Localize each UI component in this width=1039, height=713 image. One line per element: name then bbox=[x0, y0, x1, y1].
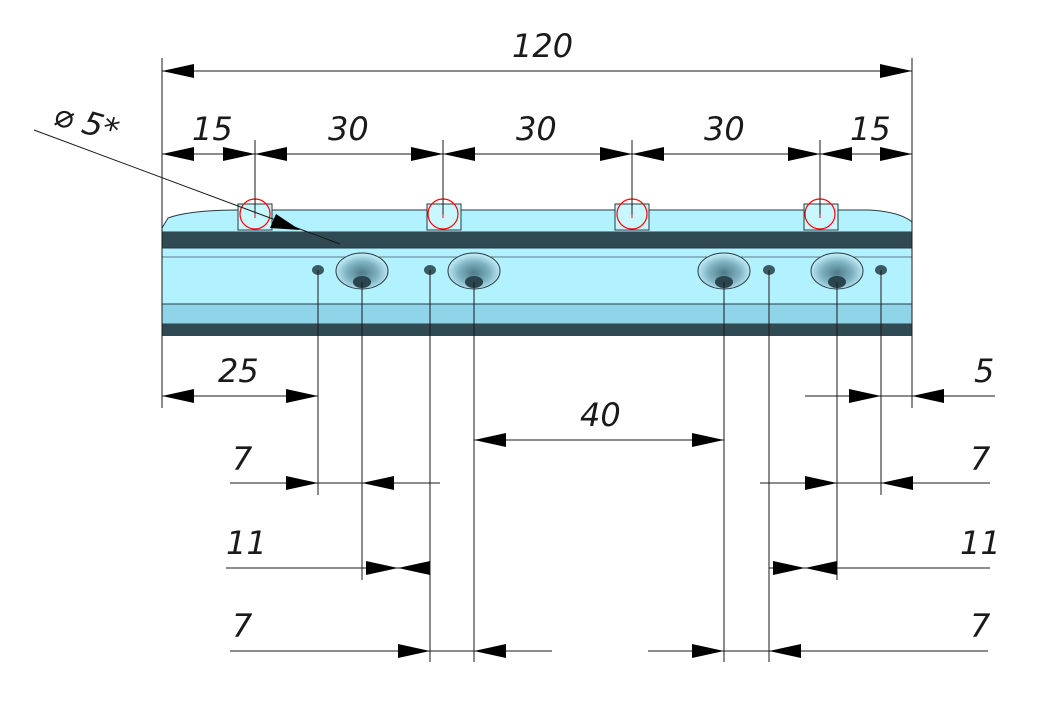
dim-pitch-2: 30 bbox=[328, 110, 369, 148]
dimension-labels: 120 ⌀ 5* 15 30 30 30 15 25 5 40 7 11 7 7… bbox=[50, 27, 1001, 645]
dim-right-offset: 5 bbox=[974, 352, 994, 390]
dim-right-row2: 11 bbox=[960, 524, 1001, 562]
dim-center-span: 40 bbox=[580, 396, 621, 434]
top-lip bbox=[161, 209, 913, 233]
dim-left-row3: 7 bbox=[232, 607, 253, 645]
dim-left-offset: 25 bbox=[218, 352, 259, 390]
dim-pitch-1: 15 bbox=[192, 110, 233, 148]
countersunk-holes bbox=[335, 252, 864, 290]
dim-pitch-3: 30 bbox=[516, 110, 557, 148]
dim-left-row1: 7 bbox=[232, 440, 253, 478]
dim-right-row3: 7 bbox=[970, 607, 991, 645]
dim-pitch-5: 15 bbox=[850, 110, 891, 148]
dim-left-row2: 11 bbox=[226, 524, 267, 562]
dim-hole-diameter: ⌀ 5* bbox=[50, 95, 124, 150]
upper-dark-band bbox=[162, 232, 912, 248]
dim-overall-length: 120 bbox=[512, 27, 573, 65]
front-face bbox=[161, 247, 913, 305]
dim-pitch-4: 30 bbox=[704, 110, 745, 148]
dim-right-row1: 7 bbox=[970, 440, 991, 478]
lower-dark-band bbox=[162, 324, 912, 336]
arrowheads bbox=[162, 64, 944, 658]
lower-mid-band bbox=[161, 303, 913, 325]
